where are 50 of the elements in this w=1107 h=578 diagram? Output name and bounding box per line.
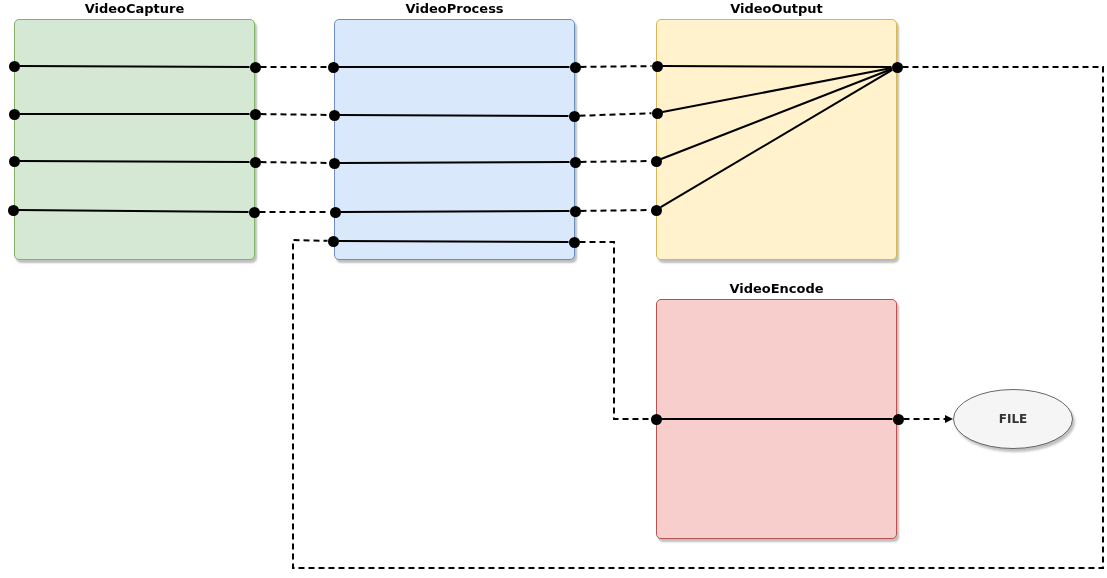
- port-dot: [568, 110, 580, 122]
- port-dot: [249, 156, 261, 168]
- port-dot: [892, 413, 904, 425]
- port-dot: [650, 204, 662, 216]
- port-dot: [568, 236, 580, 248]
- connector: [18, 160, 251, 163]
- port-dot: [327, 61, 339, 73]
- connector: [661, 67, 893, 113]
- port-dot: [651, 107, 663, 119]
- port-dot: [891, 61, 903, 73]
- dashed-connector: [902, 415, 954, 423]
- dashed-connector: [579, 65, 653, 68]
- dashed-connector: [578, 241, 652, 420]
- dashed-connector: [578, 112, 653, 117]
- dashed-connector: [292, 66, 1104, 569]
- connector: [338, 114, 570, 117]
- port-dot: [327, 235, 339, 247]
- port-dot: [249, 108, 261, 120]
- component-title: VideoProcess: [404, 1, 505, 16]
- connector: [18, 65, 251, 68]
- port-dot: [569, 156, 581, 168]
- port-dot: [650, 413, 662, 425]
- connector: [339, 210, 571, 213]
- connector: [660, 68, 893, 160]
- connector: [659, 68, 894, 209]
- port-dot: [7, 204, 19, 216]
- connector: [660, 418, 894, 420]
- connector: [338, 161, 571, 164]
- connector: [337, 66, 571, 68]
- port-dot: [249, 61, 261, 73]
- connector: [337, 240, 570, 243]
- connector: [17, 209, 250, 213]
- component-title: VideoCapture: [83, 1, 186, 16]
- dashed-connector: [259, 66, 329, 68]
- port-dot: [328, 157, 340, 169]
- port-dot: [8, 155, 20, 167]
- component-title: VideoOutput: [729, 1, 824, 16]
- port-dot: [569, 61, 581, 73]
- connector: [18, 113, 251, 115]
- port-dot: [569, 205, 581, 217]
- connector: [661, 65, 893, 68]
- port-dot: [8, 60, 20, 72]
- port-dot: [8, 108, 20, 120]
- port-dot: [329, 206, 341, 218]
- port-dot: [328, 109, 340, 121]
- component-title: VideoEncode: [728, 281, 825, 296]
- port-dot: [248, 206, 260, 218]
- port-dot: [651, 60, 663, 72]
- file-label: FILE: [997, 412, 1029, 426]
- port-dot: [650, 155, 662, 167]
